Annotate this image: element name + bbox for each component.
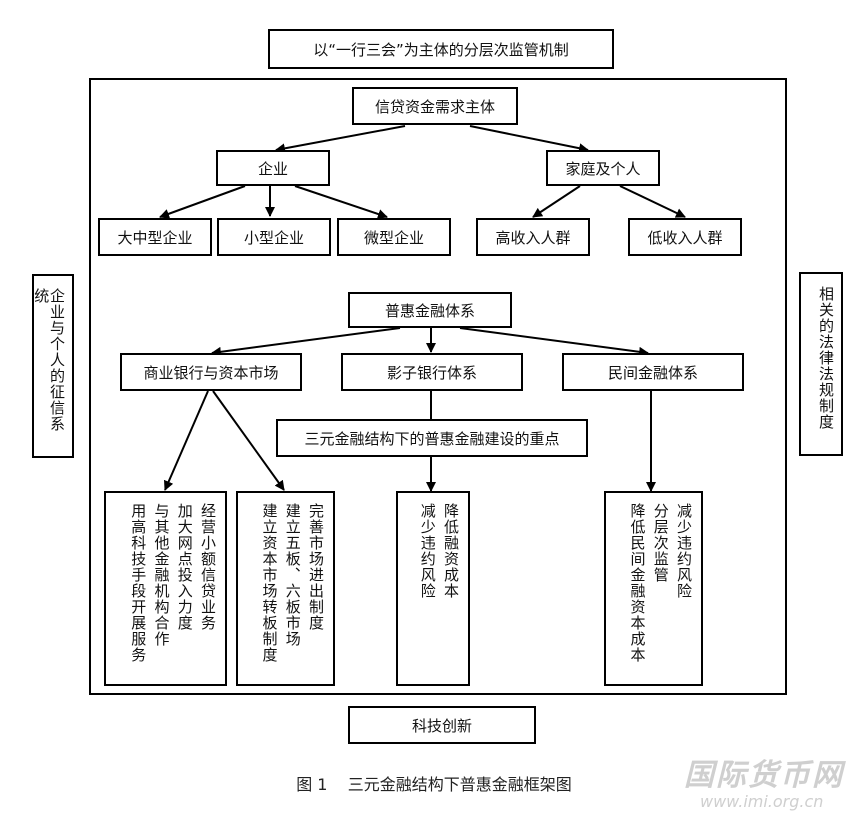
watermark-url: www.imi.org.cn xyxy=(700,792,824,811)
right-side-text: 相关的法律法规制度 xyxy=(817,286,835,430)
household-text: 家庭及个人 xyxy=(565,159,641,178)
inclusive-root-text: 普惠金融体系 xyxy=(384,301,475,320)
shadow-measure-1: 降低融资成本 xyxy=(442,503,460,599)
low-income-text: 低收入人群 xyxy=(647,228,723,247)
large-medium-box: 大中型企业 xyxy=(98,218,212,256)
bank-market-text: 商业银行与资本市场 xyxy=(143,363,279,382)
bank-measure-3: 与其他金融机构合作 xyxy=(152,503,171,647)
private-finance-box: 民间金融体系 xyxy=(562,353,744,391)
bank-measure-1: 经营小额信贷业务 xyxy=(199,503,217,631)
private-finance-text: 民间金融体系 xyxy=(607,363,698,382)
capital-measure-3: 建立资本市场转板制度 xyxy=(260,503,279,663)
arrow-enterprise-to-micro xyxy=(294,185,388,219)
tech-innovation-box: 科技创新 xyxy=(348,706,536,744)
shadow-bank-text: 影子银行体系 xyxy=(386,363,477,382)
arrow-household-to-low xyxy=(619,185,686,218)
enterprise-text: 企业 xyxy=(257,159,288,178)
household-box: 家庭及个人 xyxy=(546,150,660,186)
enterprise-box: 企业 xyxy=(216,150,330,186)
micro-text: 微型企业 xyxy=(363,228,424,247)
arrow-household-to-high xyxy=(532,185,581,218)
capital-measure-1: 完善市场进出制度 xyxy=(307,503,325,631)
high-income-text: 高收入人群 xyxy=(495,228,571,247)
main-frame xyxy=(89,78,787,695)
low-income-box: 低收入人群 xyxy=(628,218,742,256)
arrow-inclusive-to-private xyxy=(459,327,649,357)
arrow-bank-to-measures xyxy=(163,390,209,491)
arrow-bank-to-capital xyxy=(212,390,285,491)
small-text: 小型企业 xyxy=(243,228,304,247)
private-measures-box: 减少违约风险 分层次监管 降低民间金融资本成本 xyxy=(604,491,703,686)
key-points-box: 三元金融结构下的普惠金融建设的重点 xyxy=(276,419,588,457)
capital-measures-box: 完善市场进出制度 建立五板、六板市场 建立资本市场转板制度 xyxy=(236,491,335,686)
inclusive-root-box: 普惠金融体系 xyxy=(348,292,512,328)
demand-root-text: 信贷资金需求主体 xyxy=(374,97,495,116)
arrow-enterprise-to-large xyxy=(159,185,246,219)
bank-measure-2: 加大网点投入力度 xyxy=(175,503,194,631)
bank-measures-box: 经营小额信贷业务 加大网点投入力度 与其他金融机构合作 用高科技手段开展服务 xyxy=(104,491,227,686)
key-points-text: 三元金融结构下的普惠金融建设的重点 xyxy=(304,429,560,448)
high-income-box: 高收入人群 xyxy=(476,218,590,256)
capital-measure-2: 建立五板、六板市场 xyxy=(283,503,302,647)
arrow-root-to-household xyxy=(469,125,589,154)
micro-box: 微型企业 xyxy=(337,218,451,256)
title-text: 以“一行三会”为主体的分层次监管机制 xyxy=(313,40,569,59)
private-measure-1: 减少违约风险 xyxy=(675,503,693,599)
left-side-text: 企业与个人的征信系统 xyxy=(32,288,66,432)
title-box: 以“一行三会”为主体的分层次监管机制 xyxy=(268,29,614,69)
shadow-measure-2: 减少违约风险 xyxy=(418,503,437,599)
tech-innovation-text: 科技创新 xyxy=(411,716,472,735)
demand-root-box: 信贷资金需求主体 xyxy=(352,87,518,125)
shadow-bank-box: 影子银行体系 xyxy=(341,353,523,391)
shadow-measures-box: 降低融资成本 减少违约风险 xyxy=(396,491,470,686)
private-measure-2: 分层次监管 xyxy=(651,503,670,583)
watermark-logo: 国际货币网 xyxy=(684,758,844,793)
bank-measure-4: 用高科技手段开展服务 xyxy=(129,503,148,663)
arrow-inclusive-to-bank xyxy=(211,327,401,357)
small-box: 小型企业 xyxy=(217,218,331,256)
right-side-box: 相关的法律法规制度 xyxy=(799,272,843,456)
figure-caption: 图 1 三元金融结构下普惠金融框架图 xyxy=(296,775,572,794)
private-measure-3: 降低民间金融资本成本 xyxy=(628,503,647,663)
left-side-box: 企业与个人的征信系统 xyxy=(32,274,74,458)
bank-market-box: 商业银行与资本市场 xyxy=(120,353,302,391)
arrow-root-to-enterprise xyxy=(275,125,406,154)
large-medium-text: 大中型企业 xyxy=(117,228,193,247)
